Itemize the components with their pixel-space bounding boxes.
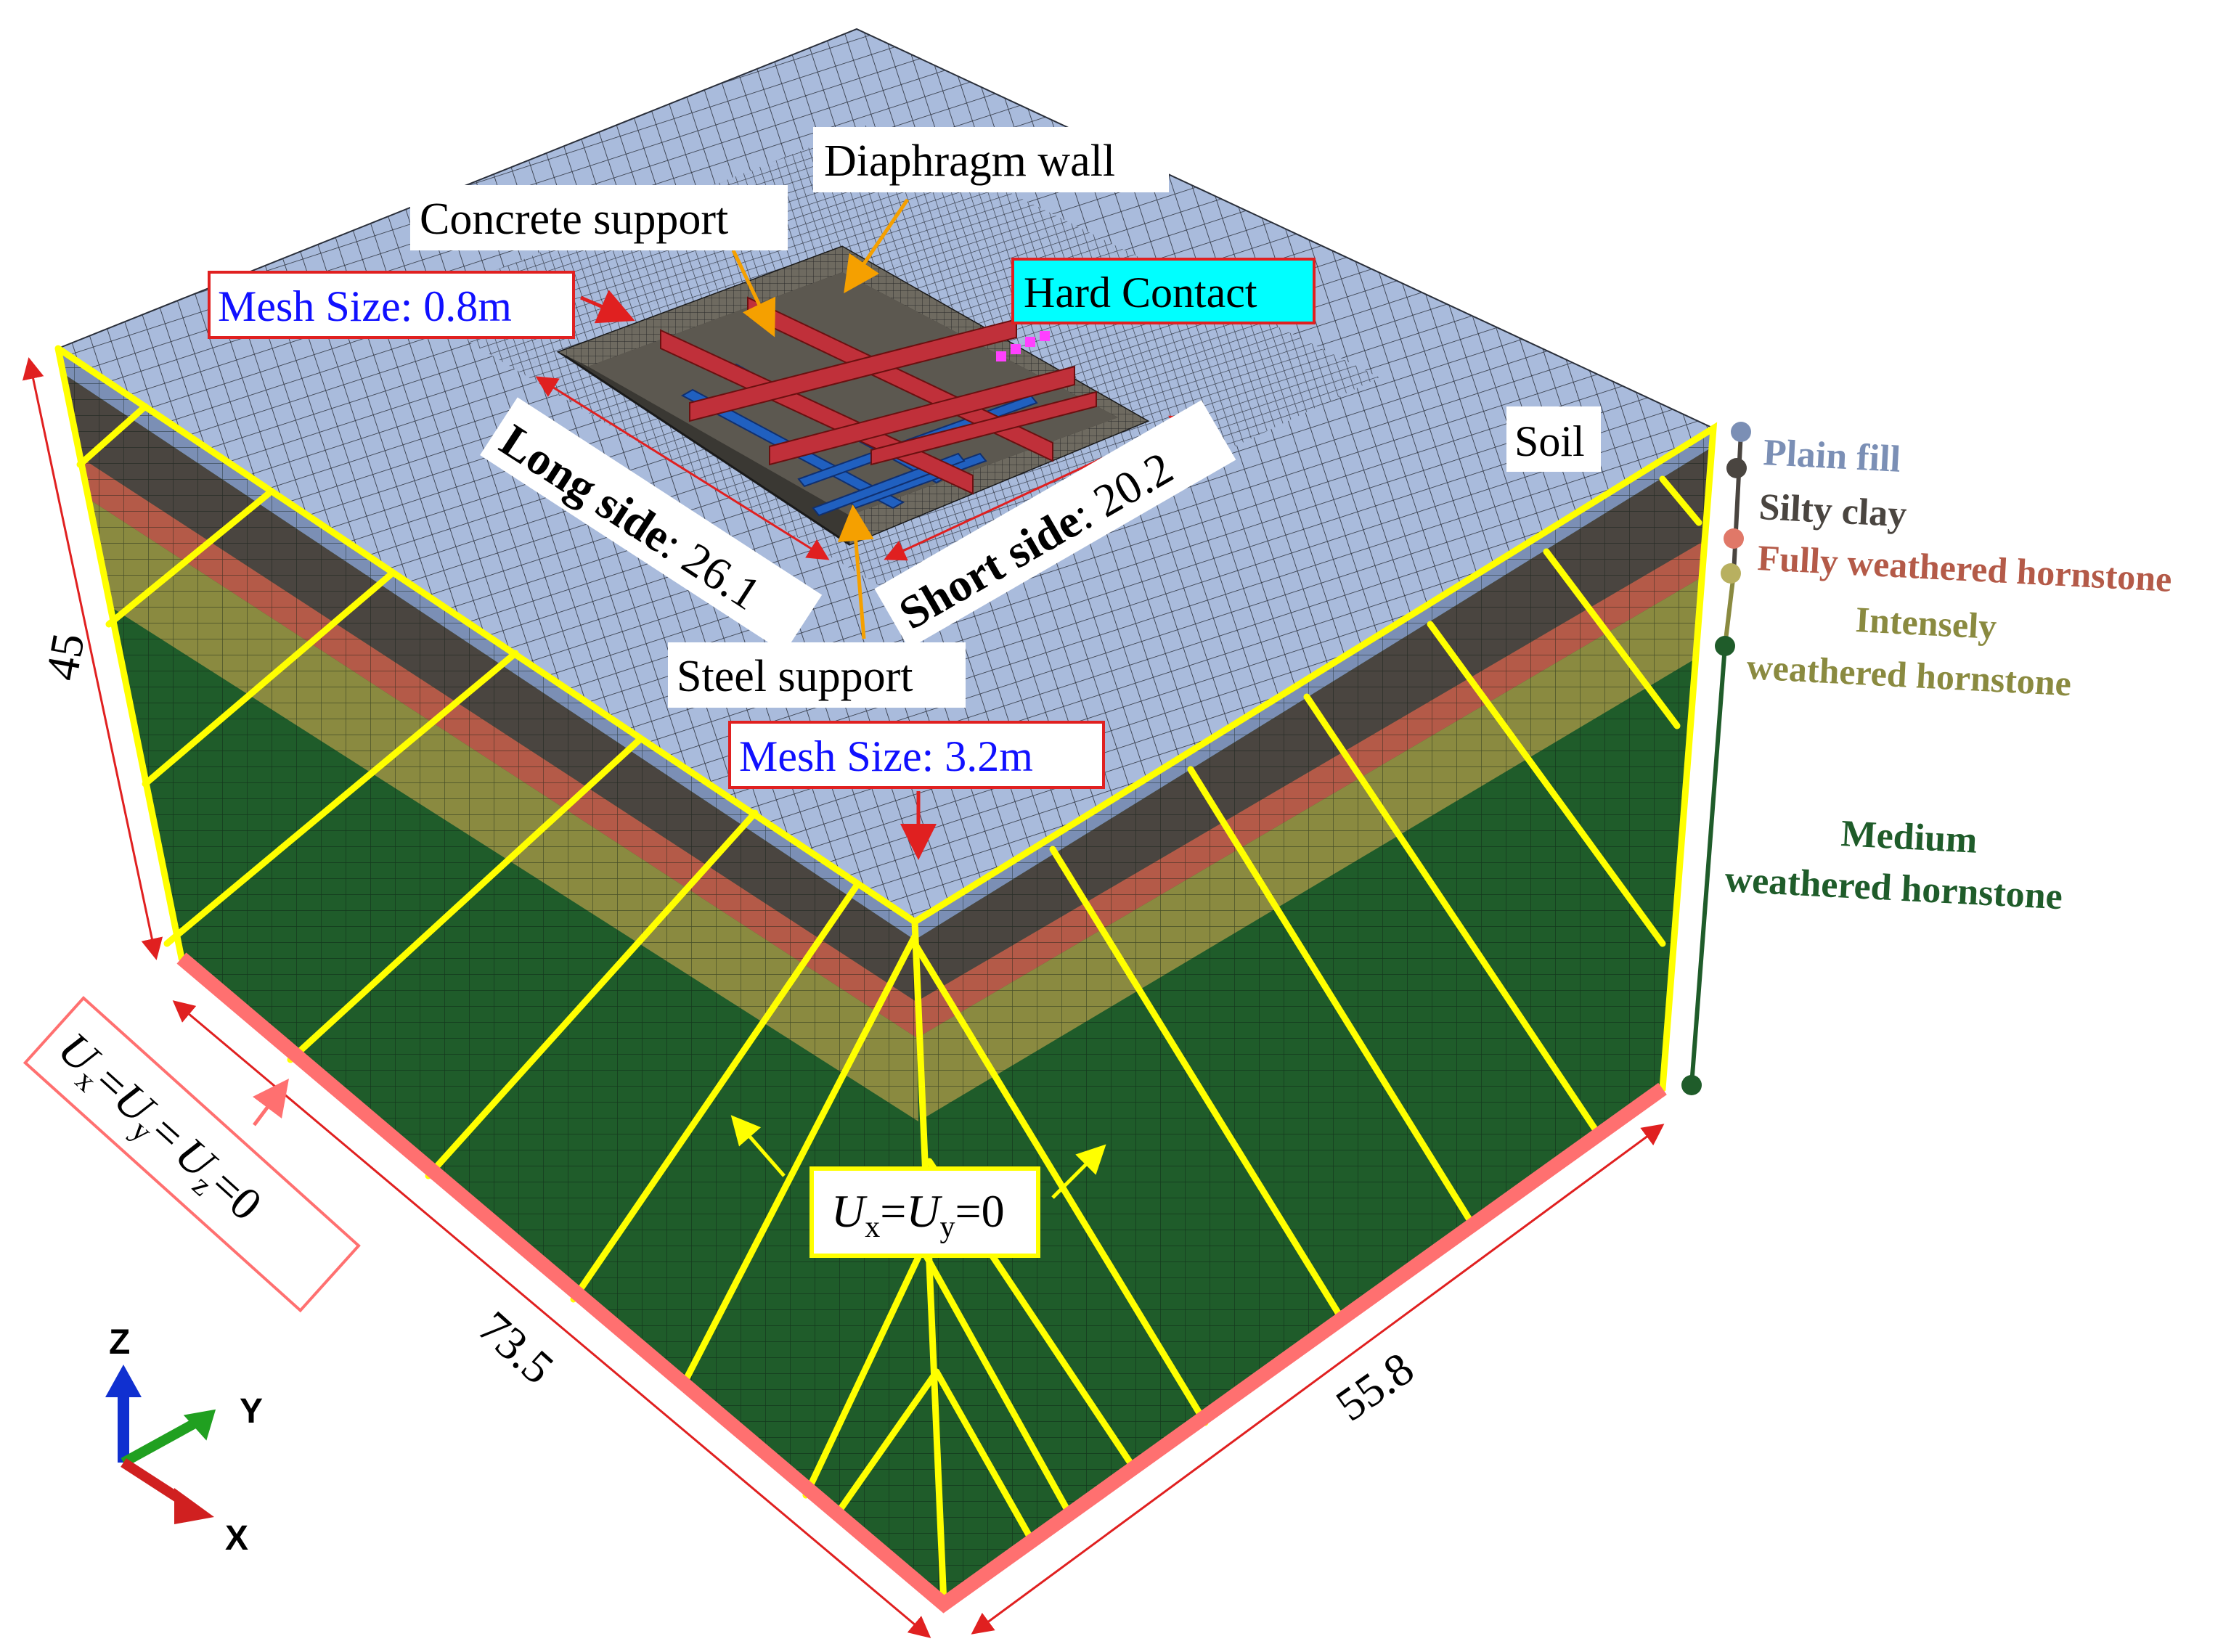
svg-text:Hard Contact: Hard Contact bbox=[1024, 269, 1257, 316]
legend-fully-weathered: Fully weathered hornstone bbox=[1756, 537, 2172, 600]
label-soil: Soil bbox=[1506, 406, 1601, 472]
arrow-bc-base bbox=[253, 1079, 289, 1126]
label-diaphragm-wall: Diaphragm wall bbox=[813, 127, 1169, 192]
svg-text:Mesh Size: 0.8m: Mesh Size: 0.8m bbox=[218, 282, 512, 330]
annotation-arrows bbox=[253, 198, 1106, 1199]
arrow-bc-right bbox=[1051, 1144, 1106, 1199]
arrow-bc-left bbox=[730, 1115, 786, 1177]
legend-marker-silty-clay bbox=[1726, 458, 1747, 478]
dim-height-label: 45 bbox=[36, 629, 94, 684]
label-mesh-fine: Mesh Size: 0.8m bbox=[208, 271, 575, 339]
legend-medium-weathered-l2: weathered hornstone bbox=[1724, 859, 2063, 917]
axis-x-label: X bbox=[225, 1519, 248, 1558]
svg-text:Diaphragm wall: Diaphragm wall bbox=[824, 136, 1115, 186]
axis-z-label: Z bbox=[109, 1323, 130, 1362]
svg-text:Concrete support: Concrete support bbox=[420, 195, 728, 244]
hard-contact-markers bbox=[996, 331, 1050, 361]
strata-legend: Plain fill Silty clay Fully weathered ho… bbox=[1681, 422, 2173, 1095]
legend-intensely-weathered-l1: Intensely bbox=[1854, 599, 1997, 647]
axis-y-arrow-icon bbox=[183, 1409, 216, 1441]
dim-y-label: 55.8 bbox=[1326, 1342, 1422, 1431]
axis-y-label: Y bbox=[240, 1392, 263, 1431]
bc-bottom-label: Ux=Uy=Uz=0 bbox=[23, 996, 361, 1313]
legend-marker-plain-fill bbox=[1731, 422, 1751, 442]
axis-z-arrow-icon bbox=[105, 1365, 142, 1397]
axis-x-arrow-icon bbox=[174, 1488, 214, 1524]
legend-marker-fully-weathered bbox=[1724, 528, 1744, 549]
legend-medium-weathered-l1: Medium bbox=[1840, 813, 1978, 862]
arrow-mesh-fine bbox=[580, 290, 635, 324]
bc-sides-label: Ux=Uy=0 bbox=[809, 1166, 1040, 1258]
label-concrete-support: Concrete support bbox=[410, 185, 788, 250]
legend-marker-medium-weathered-bottom bbox=[1681, 1075, 1702, 1095]
legend-intensely-weathered-l2: weathered hornstone bbox=[1745, 646, 2072, 703]
label-hard-contact: Hard Contact bbox=[1011, 258, 1316, 324]
svg-text:Soil: Soil bbox=[1514, 417, 1585, 465]
legend-marker-intensely-weathered bbox=[1721, 563, 1741, 584]
legend-silty-clay: Silty clay bbox=[1758, 486, 1907, 536]
axis-triad: Z Y X bbox=[105, 1323, 263, 1558]
dim-height-line bbox=[22, 357, 163, 960]
svg-text:Mesh Size: 3.2m: Mesh Size: 3.2m bbox=[739, 732, 1033, 780]
dim-y-line bbox=[971, 1124, 1665, 1635]
arrow-concrete-support bbox=[731, 249, 776, 338]
legend-marker-medium-weathered-top bbox=[1715, 636, 1735, 656]
dim-long-side-line bbox=[535, 376, 830, 560]
svg-text:Steel support: Steel support bbox=[677, 652, 913, 701]
svg-text:Ux=Uy=0: Ux=Uy=0 bbox=[831, 1185, 1005, 1244]
legend-plain-fill: Plain fill bbox=[1762, 432, 1901, 481]
label-mesh-coarse: Mesh Size: 3.2m bbox=[728, 721, 1105, 789]
arrow-steel-support bbox=[837, 504, 874, 639]
arrow-diaphragm-wall bbox=[844, 198, 910, 294]
label-steel-support: Steel support bbox=[668, 642, 966, 708]
dim-x-label: 73.5 bbox=[469, 1301, 564, 1394]
dim-x-line bbox=[172, 1000, 931, 1638]
